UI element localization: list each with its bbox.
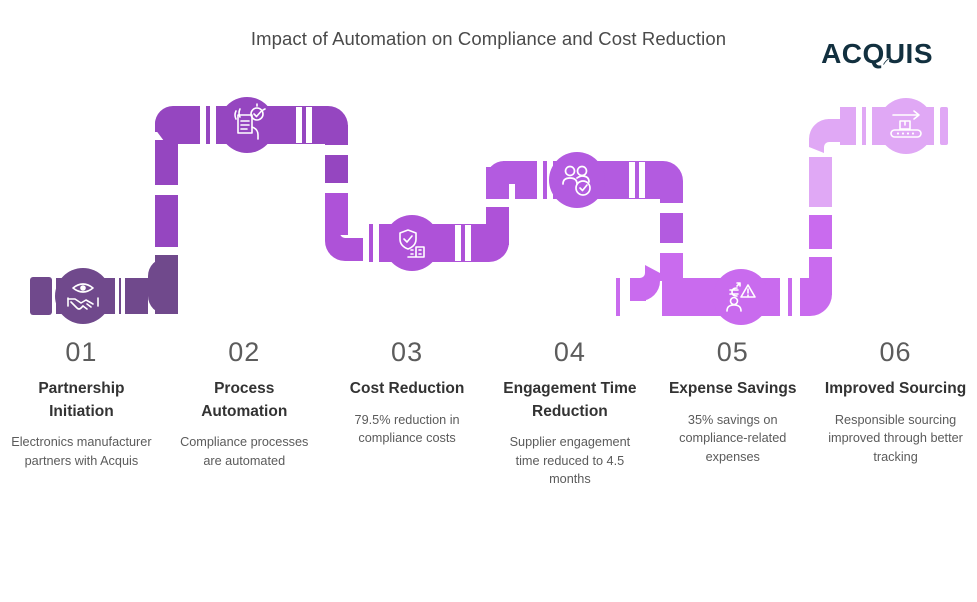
step-item-1: 01 Partnership Initiation Electronics ma… (0, 338, 163, 568)
step-title: Cost Reduction (349, 380, 465, 398)
step-number: 06 (879, 337, 912, 367)
pipe-riser-4-5 (630, 253, 683, 301)
step-item-3: 03 Cost Reduction 79.5% reduction in com… (326, 338, 489, 568)
step-number: 02 (228, 337, 261, 367)
step-list: 01 Partnership Initiation Electronics ma… (0, 338, 977, 568)
step-description: 79.5% reduction in compliance costs (354, 412, 460, 446)
step-1-icon-circle[interactable] (55, 268, 111, 324)
pipe-segment-1 (30, 245, 181, 315)
step-3-icon-circle[interactable] (384, 215, 440, 271)
step-6-icon-circle[interactable] (878, 98, 934, 154)
document-gear-check-icon (234, 103, 266, 140)
step-title: Partnership Initiation (38, 380, 125, 420)
step-number: 04 (553, 337, 586, 367)
step-description: Supplier engagement time reduced to 4.5 … (509, 435, 631, 487)
people-check-icon (562, 165, 591, 196)
handshake-eye-icon (67, 283, 99, 310)
step-title: Expense Savings (668, 380, 797, 398)
step-description: 35% savings on compliance-related expens… (679, 412, 787, 464)
step-number: 01 (65, 337, 98, 367)
step-title: Engagement Time Reduction (503, 380, 637, 420)
step-2-icon-circle[interactable] (219, 97, 275, 153)
step-number: 05 (716, 337, 749, 367)
step-item-4: 04 Engagement Time Reduction Supplier en… (488, 338, 651, 568)
step-description: Responsible sourcing improved through be… (828, 412, 963, 464)
leaf-icon (881, 58, 890, 68)
step-item-2: 02 Process Automation Compliance process… (163, 338, 326, 568)
pipeline-diagram (30, 97, 948, 325)
person-currency-warning-icon (726, 282, 756, 312)
step-item-5: 05 Expense Savings 35% savings on compli… (651, 338, 814, 568)
step-title: Process Automation (201, 380, 288, 420)
step-5-icon-circle[interactable] (713, 269, 769, 325)
pipe-riser-1-2 (152, 106, 185, 247)
step-number: 03 (391, 337, 424, 367)
page-title: Impact of Automation on Compliance and C… (250, 28, 727, 49)
step-description: Compliance processes are automated (180, 435, 309, 468)
step-description: Electronics manufacturer partners with A… (11, 435, 152, 468)
pipe-riser-3-4 (486, 161, 517, 199)
shield-check-building-icon (399, 229, 425, 258)
step-4-icon-circle[interactable] (549, 152, 605, 208)
step-title: Improved Sourcing (824, 380, 967, 398)
conveyor-package-arrow-icon (890, 110, 922, 138)
pipe-riser-2-3 (325, 193, 365, 261)
step-item-6: 06 Improved Sourcing Responsible sourcin… (814, 338, 977, 568)
pipe-riser-5-6 (806, 119, 842, 207)
